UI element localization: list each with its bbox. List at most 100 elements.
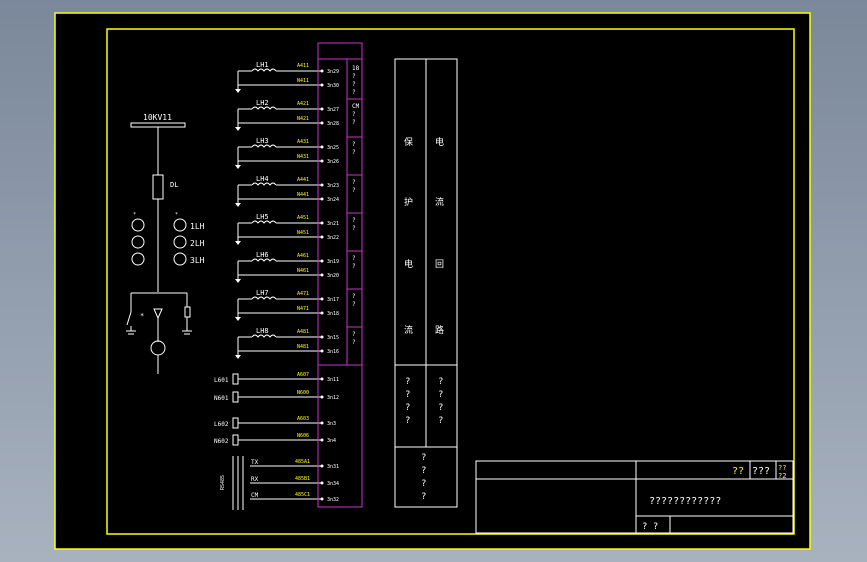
- terminal-note: 18: [352, 65, 360, 72]
- function-col2-char: 电: [435, 136, 444, 148]
- wire-label: N471: [297, 306, 309, 312]
- title-block-frame: [475, 460, 794, 534]
- wire-label: A411: [297, 63, 309, 69]
- paper-sheet: [54, 12, 811, 550]
- comm-label: TX: [251, 459, 259, 466]
- ground-icon: [235, 127, 241, 131]
- terminal-number: 3n27: [327, 107, 339, 113]
- function-col1-char: 电: [404, 258, 413, 270]
- wire-label: A431: [297, 139, 309, 145]
- terminal-number: 3n25: [327, 145, 339, 151]
- relay-coil-icon: [251, 258, 277, 262]
- svg-text:*: *: [175, 212, 178, 218]
- title-block-footer: ? ?: [642, 522, 658, 532]
- ct-phase-a-1: [131, 218, 145, 232]
- comm-label: RX: [251, 476, 259, 483]
- relay-label: LH7: [256, 289, 269, 297]
- comm-label: CM: [251, 492, 259, 499]
- relay-label: LH8: [256, 327, 269, 335]
- wire-label: A603: [297, 416, 309, 422]
- drawing-border: [106, 28, 795, 535]
- terminal-number: 3n11: [327, 377, 339, 383]
- function-col2-note: ?: [438, 416, 443, 426]
- function-col2-char: 路: [435, 324, 444, 336]
- terminal-number: 3n12: [327, 395, 339, 401]
- terminal-number: 3n20: [327, 273, 339, 279]
- title-block-code-1: ??: [778, 464, 786, 472]
- wire-label: A481: [297, 329, 309, 335]
- ground-icon: [235, 89, 241, 93]
- breaker-label: DL: [170, 181, 178, 189]
- function-col2-char: 回: [435, 259, 444, 270]
- terminal-number: 3n23: [327, 183, 339, 189]
- wire-label: 485B1: [295, 476, 310, 482]
- function-col1-note: ?: [405, 416, 410, 426]
- ground-icon: [235, 317, 241, 321]
- relay-coil-icon: [251, 68, 277, 72]
- function-col2-char: 流: [435, 196, 444, 208]
- function-table: [394, 58, 458, 508]
- terminal-note: ?: [352, 255, 356, 262]
- wire-label: A607: [297, 372, 309, 378]
- terminal-note: ?: [352, 263, 356, 270]
- relay-label: LH4: [256, 175, 269, 183]
- relay-coil-icon: [251, 106, 277, 110]
- terminal-note: ?: [352, 73, 356, 80]
- terminal-number: 3n22: [327, 235, 339, 241]
- ct-label-1: 1LH: [190, 222, 205, 231]
- wire-label: N451: [297, 230, 309, 236]
- wire-label: N441: [297, 192, 309, 198]
- voltage-rows: L601A6073n11N601N6003n12L602A6033n3N602N…: [214, 372, 339, 446]
- title-block: [475, 460, 794, 534]
- voltage-label: N601: [214, 395, 229, 402]
- wire-label: N421: [297, 116, 309, 122]
- terminal-note: ?: [352, 81, 356, 88]
- ct-label-3: 3LH: [190, 256, 205, 265]
- ct-1lh: [173, 218, 187, 232]
- bus-label: 10KV11: [143, 113, 172, 122]
- function-col2-note: ?: [438, 390, 443, 400]
- terminal-note: ?: [352, 217, 356, 224]
- wire-label: N411: [297, 78, 309, 84]
- terminal-note: ?: [352, 111, 356, 118]
- ct-2lh: [173, 235, 187, 249]
- function-col1-note: ?: [405, 403, 410, 413]
- ground-icon: [235, 165, 241, 169]
- svg-text:*: *: [140, 312, 144, 320]
- terminal-number: 3n21: [327, 221, 339, 227]
- terminal-number: 3n24: [327, 197, 339, 203]
- terminal-number: 3n28: [327, 121, 339, 127]
- relay-coil-icon: [251, 144, 277, 148]
- svg-text:*: *: [133, 212, 136, 218]
- terminal-strip: [317, 42, 363, 508]
- terminal-number: 3n30: [327, 83, 339, 89]
- function-bottom-note: ?: [421, 453, 426, 463]
- drawing-name: ????????????: [649, 496, 721, 507]
- function-col1-char: 保: [404, 136, 413, 148]
- ct-phase-a-3: [131, 252, 145, 266]
- terminal-number: 3n3: [327, 421, 336, 427]
- terminal-number: 3n26: [327, 159, 339, 165]
- wire-label: N600: [297, 390, 309, 396]
- terminal-number: 3n29: [327, 69, 339, 75]
- earth-switch-blade: [126, 311, 132, 326]
- ground-icon: [235, 279, 241, 283]
- voltage-label: L601: [214, 377, 229, 384]
- terminal-note: ?: [352, 225, 356, 232]
- wire-label: A451: [297, 215, 309, 221]
- terminal-note: CM: [352, 103, 360, 110]
- arrester-symbol: [153, 308, 163, 320]
- ct-label-2: 2LH: [190, 239, 205, 248]
- terminal-strip-frame: [317, 42, 363, 508]
- function-col2-note: ?: [438, 403, 443, 413]
- relay-label: LH3: [256, 137, 269, 145]
